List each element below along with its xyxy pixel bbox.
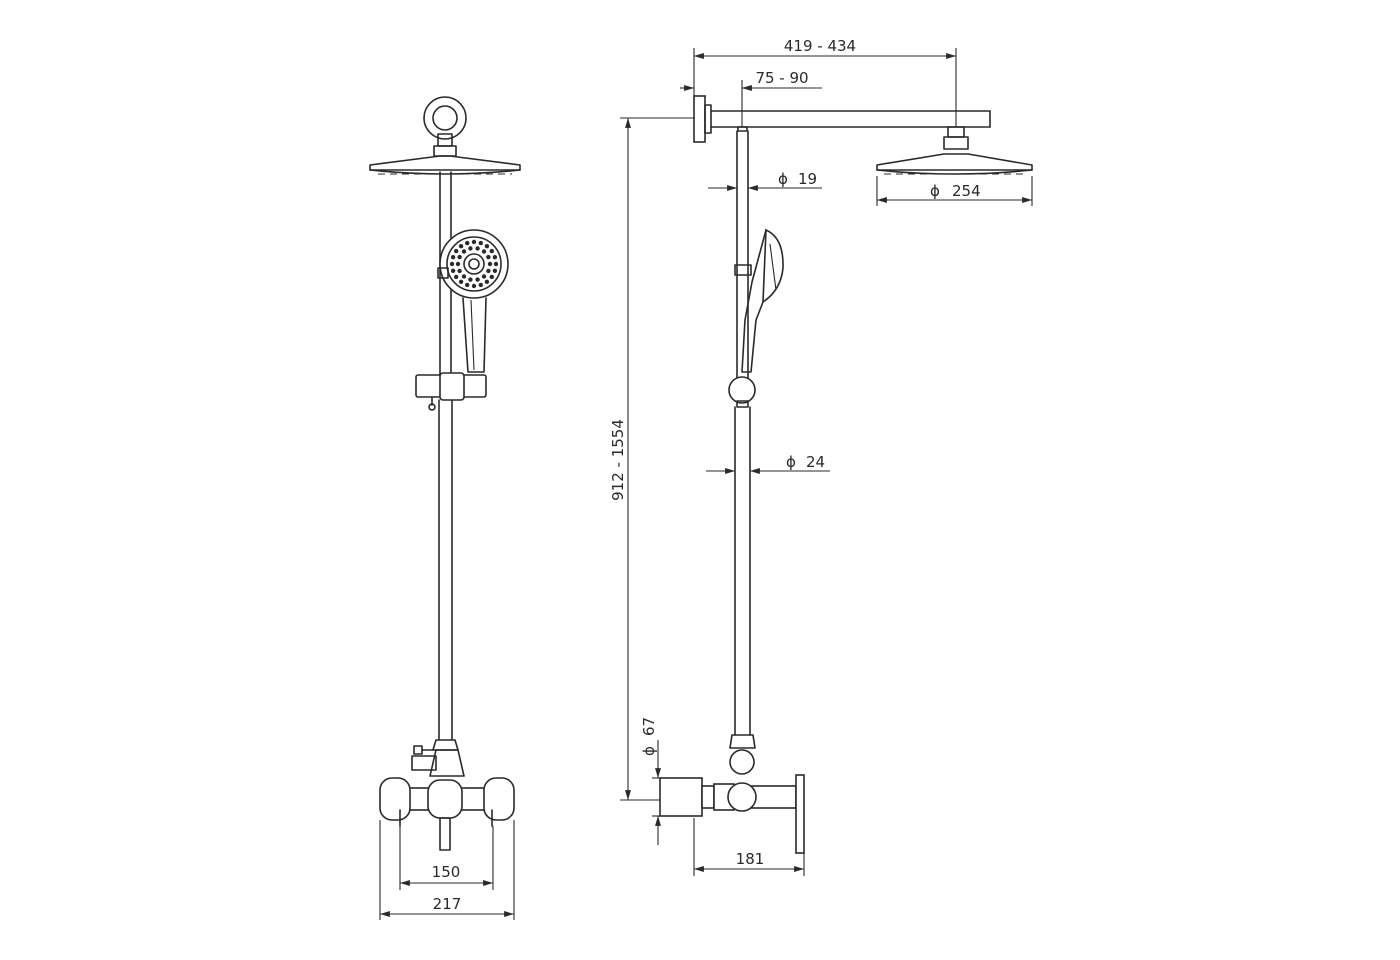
nozzle-dot <box>454 274 459 280</box>
front-slide-bracket <box>415 372 487 411</box>
nozzle-dot <box>461 249 467 254</box>
dim-inlet-centers-label: 150 <box>432 863 461 881</box>
nozzle-dot <box>478 240 483 246</box>
nozzle-dot <box>481 274 487 279</box>
nozzle-dot <box>458 279 464 284</box>
front-lower-riser <box>438 399 453 741</box>
nozzle-dot <box>458 244 464 249</box>
nozzle-dot <box>471 239 477 245</box>
dim-mixer-depth: 181 <box>693 818 805 876</box>
dim-rain-head-diameter-label: 254 <box>952 182 981 200</box>
nozzle-dot <box>492 268 498 273</box>
dim-mixer-width-label: 217 <box>433 895 462 913</box>
side-mixer <box>659 734 805 854</box>
side-rain-shower-head <box>876 126 1033 175</box>
nozzle-dot <box>455 261 461 267</box>
dim-lower-riser-diameter-label: 24 <box>806 453 825 471</box>
nozzle-dot <box>471 283 477 289</box>
diameter-symbol: ϕ <box>640 746 658 756</box>
front-mixer-body <box>379 777 515 851</box>
nozzle-dot <box>457 268 462 274</box>
dim-rain-head-diameter: ϕ 254 <box>876 176 1033 206</box>
side-lower-riser <box>734 406 751 736</box>
dim-wall-flange-diameter-label: 67 <box>640 717 658 736</box>
nozzle-dot <box>468 277 473 282</box>
nozzle-dot <box>492 255 498 260</box>
front-hand-shower-nozzles <box>449 239 499 289</box>
diameter-symbol: ϕ <box>778 170 788 188</box>
nozzle-dot <box>478 282 483 288</box>
dim-total-height-label: 912 - 1554 <box>609 419 627 501</box>
nozzle-dot <box>489 248 494 254</box>
nozzle-dot <box>457 254 462 260</box>
nozzle-dot <box>486 268 491 274</box>
front-rain-shower-head <box>369 155 521 175</box>
dim-rain-arm-projection-label: 419 - 434 <box>784 37 856 55</box>
front-view <box>369 96 521 851</box>
side-slide-knob <box>728 376 756 408</box>
dim-rain-arm-projection: 419 - 434 <box>693 37 957 127</box>
front-arm-connector <box>423 96 467 157</box>
dim-wall-offset: 75 - 90 <box>680 69 822 127</box>
nozzle-dot <box>487 261 493 267</box>
nozzle-dot <box>475 277 480 282</box>
diameter-symbol: ϕ <box>930 182 940 200</box>
dim-upper-riser-diameter: ϕ 19 <box>708 170 822 191</box>
nozzle-dot <box>450 255 456 260</box>
nozzle-dot <box>481 249 487 254</box>
nozzle-dot <box>461 274 467 279</box>
side-upper-riser <box>736 126 749 383</box>
front-hand-shower <box>437 229 509 373</box>
nozzle-dot <box>475 246 480 251</box>
nozzle-dot <box>465 240 470 246</box>
nozzle-dot <box>450 268 456 273</box>
diameter-symbol: ϕ <box>786 453 796 471</box>
nozzle-dot <box>465 282 470 288</box>
nozzle-dot <box>486 254 491 260</box>
dim-wall-flange-diameter: ϕ 67 <box>640 717 661 845</box>
nozzle-dot <box>493 261 499 267</box>
dim-wall-offset-label: 75 - 90 <box>755 69 808 87</box>
front-diverter <box>411 739 465 777</box>
nozzle-dot <box>489 274 494 280</box>
nozzle-dot <box>484 279 490 284</box>
dim-mixer-depth-label: 181 <box>736 850 765 868</box>
side-wall-flange <box>693 95 712 143</box>
side-hand-shower <box>734 228 784 373</box>
nozzle-dot <box>454 248 459 254</box>
nozzle-dot <box>468 246 473 251</box>
side-shower-arm <box>710 110 991 128</box>
nozzle-dot <box>449 261 455 267</box>
dim-mixer-width: 217 <box>379 820 515 920</box>
side-view <box>659 95 1033 854</box>
dim-lower-riser-diameter: ϕ 24 <box>706 453 830 474</box>
dim-upper-riser-diameter-label: 19 <box>798 170 817 188</box>
nozzle-dot <box>484 244 490 249</box>
dim-total-height: 912 - 1554 <box>609 117 694 801</box>
dim-inlet-centers: 150 <box>399 826 494 890</box>
